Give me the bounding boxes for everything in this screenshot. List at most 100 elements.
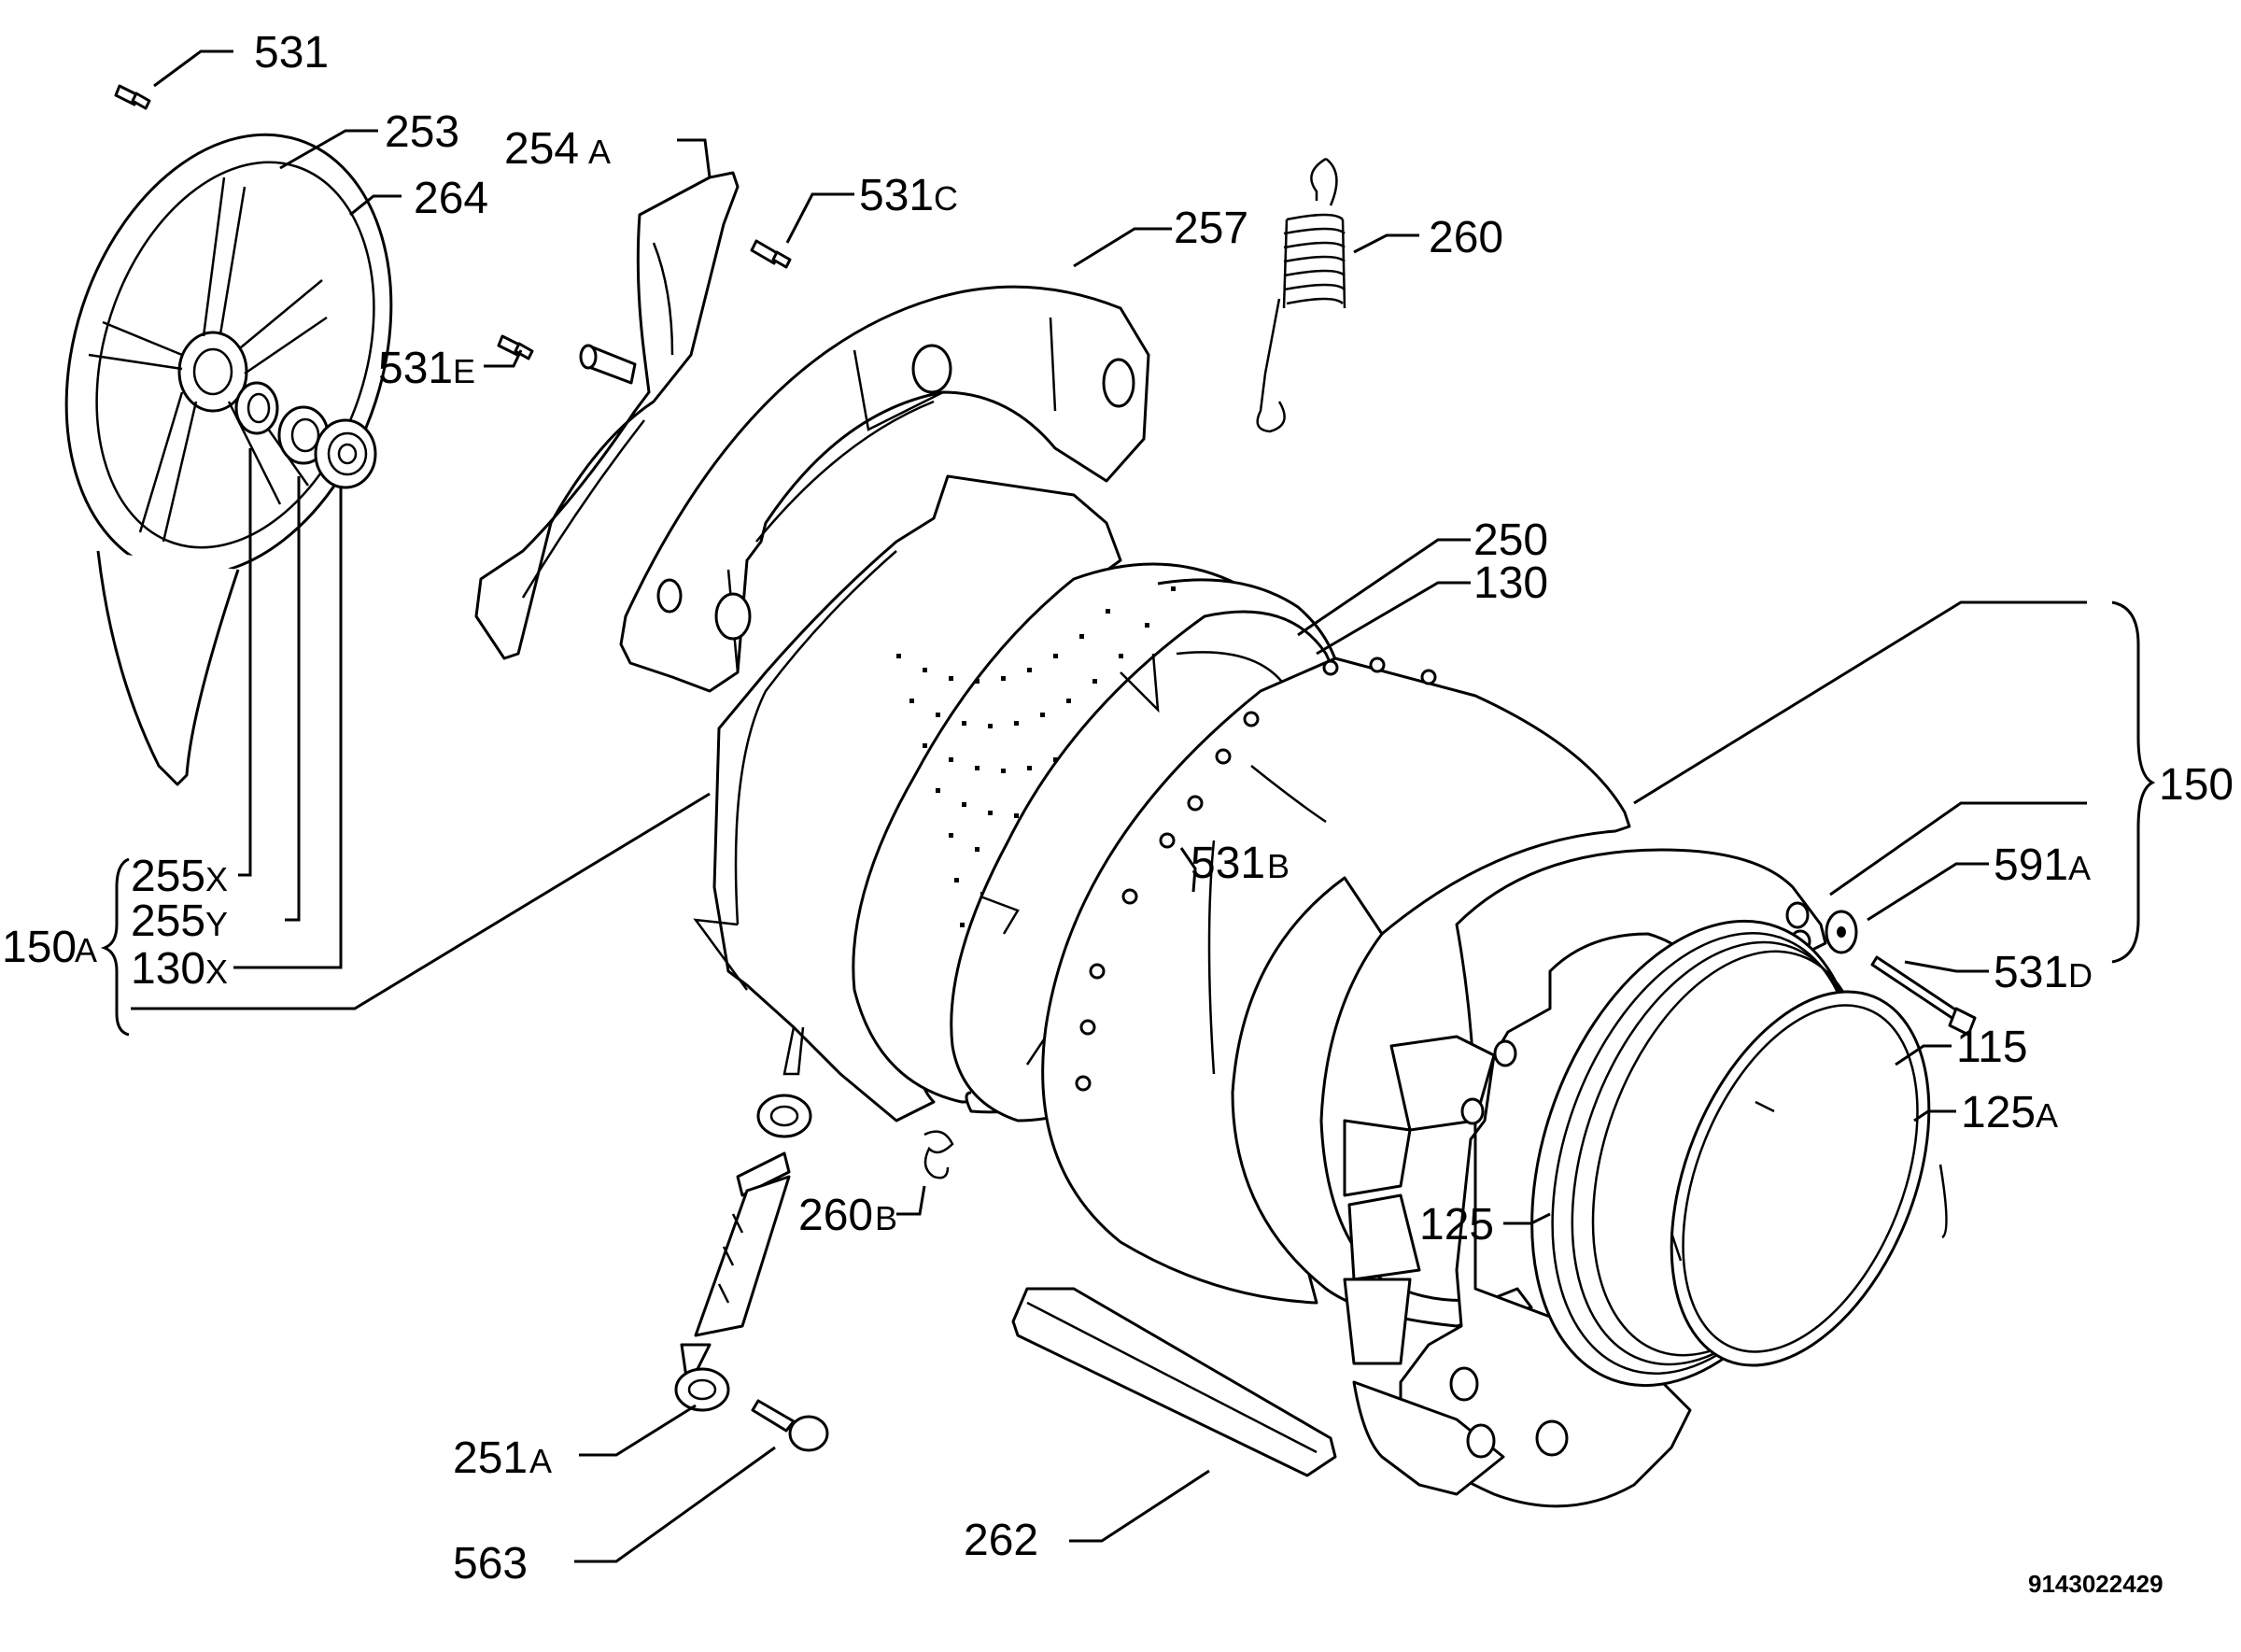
label-255y: 255: [131, 897, 205, 946]
brace-150: [2111, 600, 2156, 964]
tub-front-part: [1041, 657, 1631, 1328]
screw-531c-part: [750, 239, 792, 269]
rivet: [1215, 748, 1232, 765]
label-563: 563: [453, 1539, 528, 1588]
perforation-dot: [1106, 609, 1110, 614]
label-250: 250: [1473, 515, 1548, 565]
perforation-dot: [988, 811, 993, 815]
label-130x: 130: [131, 944, 205, 994]
label-531c-suffix: C: [934, 179, 958, 218]
tub-front-rivets: [1075, 657, 1437, 1092]
label-150a: 150: [2, 923, 77, 972]
label-254: 254: [504, 124, 579, 174]
rivet: [1369, 657, 1386, 673]
perforation-dot: [975, 766, 980, 770]
washer-591a-part: [1825, 910, 1858, 954]
rivet: [1322, 659, 1339, 676]
rivet: [1121, 888, 1138, 905]
label-150a-suffix: A: [75, 931, 97, 969]
perforation-dot: [1027, 766, 1032, 770]
label-531e: 531: [378, 344, 453, 393]
perforation-dot: [1145, 623, 1149, 628]
perforation-dot: [962, 721, 966, 726]
filter-262-part: [1011, 1287, 1337, 1477]
label-260b-suffix: B: [875, 1199, 897, 1237]
rivet: [1159, 832, 1176, 849]
label-130: 130: [1473, 558, 1548, 608]
perforation-dot: [1053, 654, 1058, 658]
label-262: 262: [964, 1516, 1038, 1565]
perforation-dot: [1014, 813, 1019, 818]
perforation-dot: [1053, 757, 1058, 762]
label-531: 531: [254, 28, 329, 78]
label-531d: 531: [1994, 948, 2068, 997]
rivet: [1075, 1075, 1092, 1092]
label-531e-suffix: E: [453, 352, 475, 390]
label-150: 150: [2159, 760, 2234, 810]
perforation-dot: [936, 788, 940, 793]
label-591a: 591: [1994, 840, 2068, 890]
part-labels: 531 253 264 254 A 531 C 257 260 531 E 25…: [2, 28, 2234, 1598]
label-125a-suffix: A: [2036, 1096, 2058, 1135]
perforation-dot: [1040, 713, 1045, 717]
label-255y-suffix: Y: [205, 905, 228, 943]
perforation-dot: [1001, 769, 1006, 773]
front-counterweight-part: [1343, 848, 1827, 1508]
rivet: [1243, 711, 1260, 727]
bolt-563-part: [751, 1399, 829, 1452]
perforation-dot: [896, 654, 901, 658]
label-125: 125: [1419, 1200, 1494, 1250]
shock-absorber-251a-part: [674, 1094, 812, 1412]
label-115: 115: [1956, 1023, 2028, 1072]
label-264: 264: [414, 174, 488, 223]
screw-531-part: [114, 84, 151, 110]
label-531c: 531: [859, 171, 934, 220]
label-125a: 125: [1961, 1088, 2036, 1137]
clip-260b-part: [923, 1130, 954, 1179]
bracket-254a-part: [474, 171, 740, 660]
rivet: [1420, 669, 1437, 685]
perforation-dot: [1001, 676, 1006, 681]
perforation-dot: [1014, 721, 1019, 726]
perforation-dot: [1119, 654, 1123, 658]
label-254-suffix: A: [588, 133, 611, 171]
document-number: 9143022429: [2028, 1570, 2163, 1598]
perforation-dot: [975, 679, 980, 684]
label-251a-suffix: A: [529, 1442, 552, 1480]
label-260: 260: [1429, 213, 1503, 262]
leader-lines: [131, 49, 2087, 1563]
label-255x: 255: [131, 852, 205, 901]
label-251a: 251: [453, 1433, 528, 1483]
label-257: 257: [1174, 204, 1248, 253]
rivet: [1089, 963, 1106, 980]
bearing-parts: [234, 381, 377, 489]
perforation-dot: [949, 676, 953, 681]
perforation-dot: [1079, 634, 1084, 639]
perforation-dot: [988, 724, 993, 728]
door-seal-part: [1530, 919, 1948, 1388]
brace-150a: [100, 857, 130, 1037]
perforation-dot: [923, 668, 927, 672]
perforation-dot: [960, 923, 965, 927]
label-260b: 260: [798, 1191, 873, 1240]
label-130x-suffix: X: [205, 953, 228, 991]
counterweight-257-part: [619, 285, 1150, 693]
perforation-dot: [1066, 699, 1071, 703]
perforation-dot: [962, 802, 966, 807]
perforation-dot: [936, 713, 940, 717]
perforation-dot: [909, 699, 914, 703]
label-255x-suffix: X: [205, 860, 228, 898]
label-531b-suffix: B: [1267, 847, 1290, 885]
rivet: [1079, 1019, 1096, 1036]
perforation-dot: [1171, 586, 1176, 591]
label-531b: 531: [1191, 839, 1265, 888]
screw-531e-part: [497, 334, 534, 360]
perforation-dot: [975, 847, 980, 852]
pulley-part: [64, 133, 393, 786]
label-531d-suffix: D: [2068, 956, 2093, 995]
spring-260-part: [1256, 157, 1346, 433]
perforation-dot: [923, 743, 927, 748]
perforation-dot: [949, 833, 953, 838]
label-253: 253: [385, 107, 459, 157]
